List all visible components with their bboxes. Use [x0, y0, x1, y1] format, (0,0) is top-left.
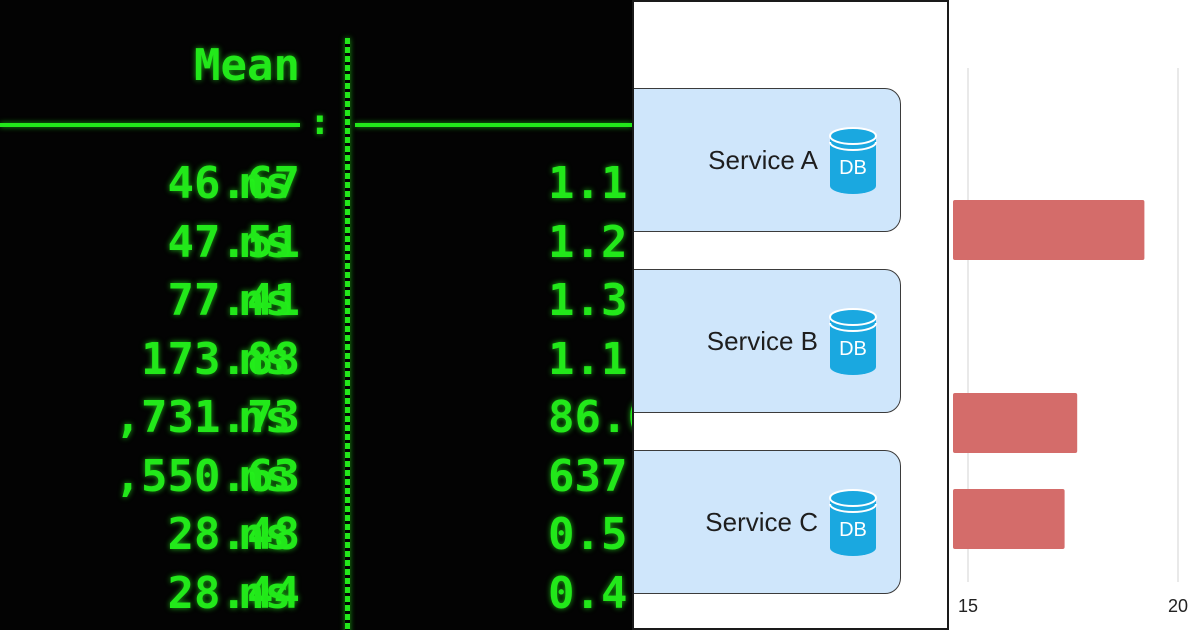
unit-label: ns [238, 334, 291, 385]
service-node[interactable]: Service C DB [634, 450, 901, 594]
error-value: 1.2 [548, 217, 628, 268]
column-divider [345, 38, 350, 630]
header-separator-right [355, 123, 632, 127]
error-value: 86.6 [548, 392, 632, 443]
unit-label: ns [238, 392, 291, 443]
mean-value: 28.44 [167, 568, 300, 619]
error-value: 0.4 [548, 568, 628, 619]
database-icon-label: DB [839, 338, 867, 360]
service-node[interactable]: Service A DB [634, 88, 901, 232]
service-diagram: Service A DB Service B DB Service C DB [632, 0, 949, 630]
error-value: 1.1 [548, 334, 628, 385]
database-icon: DB [829, 308, 877, 375]
bar [953, 489, 1065, 549]
mean-value: ,731.73 [114, 392, 300, 443]
bar [953, 393, 1078, 453]
mean-value: 173.88 [141, 334, 300, 385]
x-tick-label: 15 [958, 596, 978, 616]
x-tick-label: 20 [1168, 596, 1188, 616]
database-icon: DB [829, 127, 877, 194]
unit-label: ns [238, 217, 291, 268]
mean-column-header: Mean [194, 40, 300, 91]
unit-label: ns [238, 158, 291, 209]
service-label: Service A [708, 144, 818, 175]
database-icon: DB [829, 489, 877, 556]
unit-label: ns [238, 275, 291, 326]
database-icon-label: DB [839, 157, 867, 179]
mean-value: 77.41 [167, 275, 300, 326]
service-node[interactable]: Service B DB [634, 269, 901, 413]
error-value: 0.5 [548, 509, 628, 560]
database-icon-label: DB [839, 519, 867, 541]
service-label: Service C [705, 506, 818, 537]
bar [953, 200, 1145, 260]
unit-label: ns [238, 451, 291, 502]
mean-value: ,550.63 [114, 451, 300, 502]
unit-label: ns [238, 509, 291, 560]
header-separator-colon: : [309, 102, 331, 143]
error-value: 1.1 [548, 158, 628, 209]
error-value: 1.3 [548, 275, 628, 326]
mean-value: 46.67 [167, 158, 300, 209]
unit-label: ns [238, 568, 291, 619]
mean-value: 47.51 [167, 217, 300, 268]
mean-value: 28.48 [167, 509, 300, 560]
error-value: 637.0 [548, 451, 632, 502]
header-separator-left [0, 123, 300, 127]
service-label: Service B [706, 325, 818, 356]
